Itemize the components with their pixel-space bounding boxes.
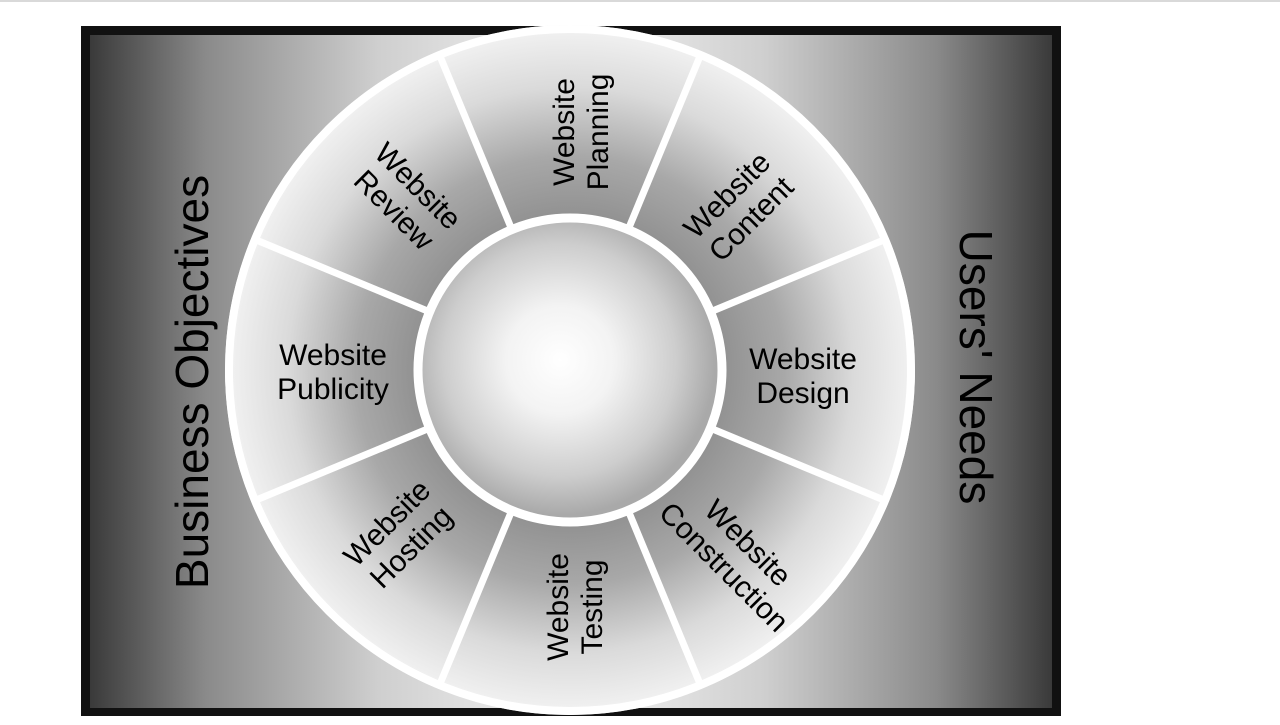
segment-divider	[707, 235, 888, 316]
users-needs-label: Users' Needs	[950, 230, 1002, 505]
business-objectives-label: Business Objectives	[166, 175, 218, 589]
segment-divider	[252, 424, 433, 505]
segment-divider	[624, 507, 705, 688]
segment-divider	[624, 52, 705, 233]
segment-divider	[252, 235, 433, 316]
segment-dividers	[252, 52, 888, 688]
segment-label-line: Website	[548, 78, 581, 186]
segment-label-line: Website	[542, 553, 575, 661]
segment-divider	[435, 52, 516, 233]
segment-label-line: Planning	[582, 74, 615, 191]
browser-top-border	[0, 0, 1280, 2]
outer-ring-border	[225, 25, 915, 715]
segment-divider	[707, 424, 888, 505]
center-circle	[413, 213, 727, 527]
segment-label-line: Design	[756, 377, 849, 410]
segment-label-planning: WebsitePlanning	[548, 74, 615, 191]
segment-label-testing: WebsiteTesting	[542, 553, 609, 661]
segment-label-line: Website	[279, 339, 387, 372]
segment-label-line: Testing	[576, 559, 609, 654]
segment-label-line: Website	[749, 343, 857, 376]
segment-divider	[435, 507, 516, 688]
segment-label-line: Publicity	[277, 373, 389, 406]
